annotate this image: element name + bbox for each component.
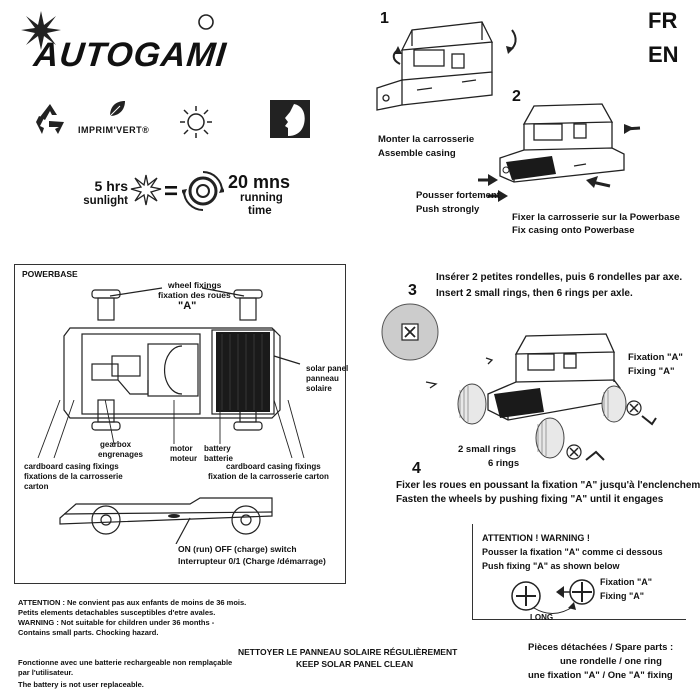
powerbase-side-view	[59, 497, 273, 544]
warning-text-en: Push fixing "A" as shown below	[482, 561, 620, 571]
running-label: running	[240, 192, 283, 204]
step-2-number: 2	[512, 88, 521, 105]
sunburst-icon	[21, 11, 61, 50]
step-3-fixation-fr: Fixation "A"	[628, 352, 683, 363]
attention-line-1: ATTENTION : Ne convient pas aux enfants …	[18, 598, 247, 607]
casing-right-1: cardboard casing fixings	[226, 462, 321, 471]
step-1-text-en: Assemble casing	[378, 148, 456, 159]
step-2-push-fr: Pousser fortement	[416, 190, 500, 201]
spare-line-1: une rondelle / one ring	[560, 656, 662, 667]
step-4-text-fr: Fixer les roues en poussant la fixation …	[396, 480, 700, 491]
wheel-fixings-a: "A"	[178, 300, 197, 312]
solar-label-3: solaire	[306, 384, 332, 393]
attention-line-2: Petits elements detachables susceptibles…	[18, 608, 216, 617]
step-1-number: 1	[380, 10, 389, 27]
clean-text-fr: NETTOYER LE PANNEAU SOLAIRE RÉGULIÈREMEN…	[238, 647, 458, 657]
motor-label-1: motor	[170, 444, 193, 453]
registered-circle-icon	[198, 14, 214, 30]
time-label: time	[248, 205, 272, 217]
long-label: LONG	[530, 613, 554, 622]
step-2-fix-en: Fix casing onto Powerbase	[512, 225, 635, 236]
powerbase-leader-lines	[37, 400, 305, 459]
step-2-push-en: Push strongly	[416, 204, 480, 215]
sun-icon	[180, 106, 212, 138]
step-3-number: 3	[408, 282, 417, 299]
powerbase-panel	[14, 264, 346, 584]
warning-fixation: Fixation "A"	[600, 577, 653, 587]
warning-text-fr: Pousser la fixation "A" comme ci dessous	[482, 547, 663, 557]
casing-left-2: fixations de la carrosserie	[24, 472, 123, 481]
battery-label-1: battery	[204, 444, 231, 453]
brand-logo: AUTOGAMI	[32, 36, 229, 74]
step-3-text-fr: Insérer 2 petites rondelles, puis 6 rond…	[436, 272, 683, 283]
minutes-label: 20 mns	[228, 172, 291, 192]
warning-fixing: Fixing "A"	[600, 591, 645, 601]
leaf-icon	[109, 101, 125, 117]
timer-icon	[182, 171, 224, 211]
solar-label-2: panneau	[306, 374, 339, 383]
lang-en: EN	[648, 42, 679, 67]
step-4-text-en: Fasten the wheels by pushing fixing "A" …	[396, 494, 664, 505]
casing-left-3: carton	[24, 482, 49, 491]
step-2-car-illustration	[478, 103, 641, 202]
step-1-car-illustration	[376, 21, 517, 111]
wheel-fixings-fr: fixation des roues	[158, 290, 231, 300]
step-3-rings: 6 rings	[488, 458, 520, 469]
casing-left-1: cardboard casing fixings	[24, 462, 119, 471]
powerbase-title: POWERBASE	[22, 269, 78, 279]
hours-label: 5 hrs	[94, 178, 128, 194]
powerbase-top-view	[63, 287, 301, 431]
recycle-icon	[36, 104, 64, 134]
gearbox-label-1: gearbox	[100, 440, 132, 449]
warning-box	[472, 524, 686, 620]
step-3-car-illustration	[425, 333, 657, 461]
equals-sign: =	[164, 178, 179, 205]
fixing-push-diagram	[511, 579, 595, 614]
ring-washer-icon	[381, 303, 439, 361]
step-1-text-fr: Monter la carrosserie	[378, 134, 475, 145]
attention-line-6: par l'utilisateur.	[18, 668, 74, 677]
step-3-small-rings: 2 small rings	[458, 444, 517, 455]
lang-fr: FR	[648, 8, 678, 33]
clean-text-en: KEEP SOLAR PANEL CLEAN	[296, 659, 414, 669]
gearbox-label-2: engrenages	[98, 450, 143, 459]
battery-label-2: batterie	[204, 454, 233, 463]
spare-line-2: une fixation "A" / One "A" fixing	[528, 670, 673, 681]
attention-line-4: Contains small parts. Chocking hazard.	[18, 628, 159, 637]
attention-line-5: Fonctionne avec une batterie rechargeabl…	[18, 658, 233, 667]
attention-line-3: WARNING : Not suitable for children unde…	[18, 618, 215, 627]
solar-label-1: solar panel	[306, 364, 349, 373]
switch-label-en: ON (run) OFF (charge) switch	[178, 544, 297, 554]
step-3-text-en: Insert 2 small rings, then 6 rings per a…	[436, 288, 633, 299]
starburst-icon	[130, 174, 162, 206]
wheel-fixings-en: wheel fixings	[168, 280, 222, 290]
attention-line-7: The battery is not user replaceable.	[18, 680, 144, 689]
step-3-fixing-en: Fixing "A"	[628, 366, 675, 377]
sunlight-label: sunlight	[83, 195, 128, 207]
imprim-vert-label: IMPRIM'VERT®	[78, 125, 150, 135]
switch-label-fr: Interrupteur 0/1 (Charge /démarrage)	[178, 556, 326, 566]
step-2-fix-fr: Fixer la carrosserie sur la Powerbase	[512, 212, 680, 223]
casing-right-2: fixation de la carrosserie carton	[208, 472, 329, 481]
face-profile-icon	[270, 100, 310, 138]
warning-title: ATTENTION ! WARNING !	[482, 533, 590, 543]
step-4-number: 4	[412, 460, 421, 477]
spare-title: Pièces détachées / Spare parts :	[528, 642, 674, 653]
motor-label-2: moteur	[170, 454, 198, 463]
